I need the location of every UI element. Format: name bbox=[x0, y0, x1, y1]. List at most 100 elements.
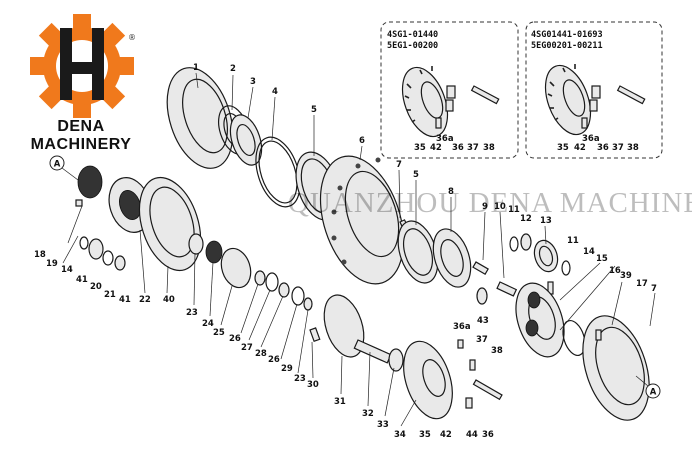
part-label: 23 bbox=[294, 374, 306, 384]
part-label: 23 bbox=[186, 308, 198, 318]
part-label: 40 bbox=[163, 295, 175, 305]
callout-marker-right: A bbox=[635, 375, 661, 399]
inset-2-labels: 36a 35 42 36 37 38 bbox=[557, 134, 639, 153]
part-17-pin bbox=[595, 329, 602, 341]
inset-label: 36 bbox=[452, 143, 464, 153]
part-40-ring-gear bbox=[138, 176, 202, 272]
part-label: 29 bbox=[281, 364, 293, 374]
part-label: 16 bbox=[609, 266, 621, 276]
part-label: 21 bbox=[104, 290, 116, 300]
inset-label: 36a bbox=[582, 134, 600, 144]
part-label: 17 bbox=[636, 279, 648, 289]
part-label: 9 bbox=[482, 202, 488, 212]
parts-18-19-roller bbox=[75, 165, 103, 207]
parts-26-27-28-29-washers bbox=[254, 270, 313, 311]
inset-label: 35 bbox=[414, 143, 426, 153]
inset-1-code-b: 5EG1-00200 bbox=[387, 41, 439, 51]
part-10-shaft bbox=[496, 281, 518, 297]
inset-2-code-a: 4SG01441-01693 bbox=[531, 30, 603, 40]
part-31-cover bbox=[323, 294, 365, 358]
part-label: 26 bbox=[268, 355, 280, 365]
leader-lines bbox=[62, 72, 656, 427]
part-label: 39 bbox=[620, 271, 632, 281]
part-label: 34 bbox=[394, 430, 406, 440]
part-label: 14 bbox=[61, 265, 73, 275]
brand-name: DENA MACHINERY bbox=[30, 118, 132, 153]
part-8-bearing bbox=[432, 228, 472, 288]
part-label: 11 bbox=[567, 236, 579, 246]
inset-label: 35 bbox=[557, 143, 569, 153]
part-label: 10 bbox=[494, 202, 506, 212]
inset-label: 42 bbox=[574, 143, 586, 153]
inset-label: 38 bbox=[627, 143, 639, 153]
inset-label: 36a bbox=[436, 134, 454, 144]
part-15-ring bbox=[562, 320, 586, 356]
inset-box-2 bbox=[525, 21, 663, 159]
part-label: 7 bbox=[396, 160, 402, 170]
part-label: 28 bbox=[255, 349, 267, 359]
part-1-seal-ring bbox=[166, 67, 234, 169]
part-label: 5 bbox=[311, 105, 317, 115]
part-43-nut bbox=[476, 287, 488, 305]
callout-marker-label: A bbox=[650, 388, 657, 398]
part-label: 18 bbox=[34, 250, 46, 260]
part-label: 2 bbox=[230, 64, 236, 74]
parts-14-41-20-21-washers bbox=[79, 236, 126, 271]
inset-box-1 bbox=[380, 21, 519, 159]
part-label: 36a bbox=[453, 322, 471, 332]
inset-label: 38 bbox=[483, 143, 495, 153]
watermark-text: QUANZHOU DENA MACHINERY bbox=[288, 187, 692, 219]
part-3-bearing bbox=[229, 114, 263, 166]
callout-marker-label: A bbox=[54, 160, 61, 170]
part-30-pin bbox=[309, 327, 321, 343]
part-label: 15 bbox=[596, 254, 608, 264]
part-label: 25 bbox=[213, 328, 225, 338]
part-39-ring-gear bbox=[582, 315, 650, 421]
part-label: 12 bbox=[520, 214, 532, 224]
part-6-housing bbox=[319, 155, 405, 285]
parts-36-37-38-bolts bbox=[457, 339, 503, 409]
part-label: 7 bbox=[651, 284, 657, 294]
part-label: 5 bbox=[413, 170, 419, 180]
part-label: 42 bbox=[440, 430, 452, 440]
part-label: 35 bbox=[419, 430, 431, 440]
part-label: 6 bbox=[359, 136, 365, 146]
part-label: 26 bbox=[229, 334, 241, 344]
inset-label: 37 bbox=[467, 143, 479, 153]
inset-2-code-b: 5EG00201-00211 bbox=[531, 41, 603, 51]
part-label: 33 bbox=[377, 420, 389, 430]
inset-label: 37 bbox=[612, 143, 624, 153]
registered-mark: ® bbox=[128, 33, 136, 42]
part-label: 43 bbox=[477, 316, 489, 326]
inset-1-labels: 36a 35 42 36 37 38 bbox=[414, 134, 495, 153]
part-9-bolt bbox=[472, 261, 489, 276]
inset-1-codes: 4SG1-01440 5EG1-00200 bbox=[387, 30, 438, 52]
part-label: 24 bbox=[202, 319, 214, 329]
inset-2-codes: 4SG01441-01693 5EG00201-00211 bbox=[531, 30, 603, 52]
company-logo: ® bbox=[30, 14, 136, 118]
part-label: 44 bbox=[466, 430, 478, 440]
part-label: 14 bbox=[583, 247, 595, 257]
inset-label: 36 bbox=[597, 143, 609, 153]
part-label: 31 bbox=[334, 397, 346, 407]
part-label: 27 bbox=[241, 343, 253, 353]
part-label: 36 bbox=[482, 430, 494, 440]
part-label: 37 bbox=[476, 335, 488, 345]
part-label: 41 bbox=[76, 275, 88, 285]
part-label: 11 bbox=[508, 205, 520, 215]
part-label: 38 bbox=[491, 346, 503, 356]
parts-32-33-shaft bbox=[353, 339, 404, 372]
part-number-labels: 1 2 3 4 5 6 7 5 8 9 10 11 12 13 11 14 15… bbox=[34, 63, 657, 440]
inset-label: 42 bbox=[430, 143, 442, 153]
parts-11-12-13-gears bbox=[509, 233, 571, 295]
part-label: 32 bbox=[362, 409, 374, 419]
part-35-cover-plate bbox=[403, 340, 453, 420]
inset-1-code-a: 4SG1-01440 bbox=[387, 30, 439, 40]
part-label: 1 bbox=[193, 63, 199, 73]
part-label: 8 bbox=[448, 187, 454, 197]
parts-23-24-25-gearset bbox=[188, 233, 252, 289]
part-16-planet-carrier bbox=[515, 282, 565, 358]
part-label: 41 bbox=[119, 295, 131, 305]
